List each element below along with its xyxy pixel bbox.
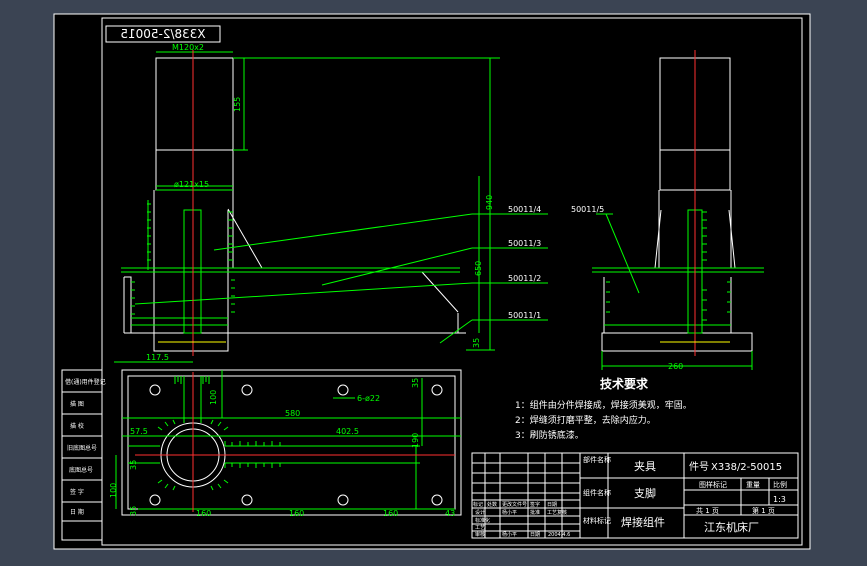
front-view-green: [121, 51, 548, 351]
callout-3: 50011/3: [508, 239, 541, 248]
dim-260: 260: [668, 362, 683, 371]
dim-57: 57.5: [130, 427, 148, 436]
strip-label-5: 底图总号: [69, 466, 93, 474]
rev-label-3: 更改文件号: [502, 501, 527, 508]
dim-160c: 160: [383, 509, 398, 518]
dim-holes: 6-ø22: [357, 394, 380, 403]
strip-label-7: 日 期: [70, 508, 84, 516]
top-view-green: [114, 361, 461, 510]
dim-190: 190: [411, 433, 420, 448]
date-value: 2004.4.6: [548, 532, 570, 538]
dim-650: 650: [474, 261, 483, 276]
sig-name-1: 杨小平: [502, 509, 517, 516]
tech-title: 技术要求: [600, 376, 649, 391]
label-number: 件号: [689, 461, 709, 473]
inner-frame: [101, 17, 803, 546]
dim-35c: 35: [129, 460, 138, 470]
dim-117: 117.5: [146, 353, 169, 362]
sig-label-4: 审核: [475, 531, 485, 538]
sig-label-1: 设计: [475, 509, 485, 516]
callout-4: 50011/4: [508, 205, 541, 214]
dim-940: 940: [485, 195, 494, 210]
sig-label-3: 工艺: [475, 525, 485, 531]
dim-155: 155: [233, 97, 242, 112]
title-block: [471, 452, 799, 539]
dim-35d: 35: [129, 506, 138, 516]
date-label: 日期: [530, 532, 540, 538]
rev-label-4: 签字: [530, 501, 540, 508]
sig-name-5: 杨小平: [502, 531, 517, 538]
strip-label-2: 描 图: [70, 400, 84, 408]
material-value: 焊接组件: [621, 515, 665, 529]
tech-requirements: 技术要求 1：组件由分件焊接成，焊接须美观，牢固。 2：焊缝须打磨平整，去除内应…: [515, 376, 692, 441]
sig-label-5: 批准: [530, 509, 540, 516]
sheet-no: 第 1 页: [752, 506, 775, 515]
mirrored-number-box: X338/2-50015: [105, 25, 221, 43]
strip-label-4: 旧底图总号: [67, 444, 97, 452]
dim-160a: 160: [196, 509, 211, 518]
comp-name: 支脚: [634, 486, 656, 500]
dim-402: 402.5: [336, 427, 359, 436]
left-strip: [61, 369, 103, 541]
h-stage: 图样标记: [699, 480, 727, 489]
callout-2: 50011/2: [508, 274, 541, 283]
side-view: [601, 57, 753, 352]
dim-m120: M120x2: [172, 43, 204, 52]
label-comp: 组件名称: [583, 488, 611, 497]
dim-35: 35: [472, 338, 481, 348]
sig-label-2: 标准化: [475, 517, 490, 524]
callout-1: 50011/1: [508, 311, 541, 320]
rev-label-1: 标记: [473, 501, 483, 508]
dim-35b: 35: [411, 378, 420, 388]
total-sheets: 共 1 页: [696, 506, 719, 515]
dim-121: ø121x15: [174, 180, 209, 189]
weld-marks-side: [606, 211, 731, 321]
label-part: 部件名称: [583, 455, 611, 464]
tech-item-1: 1：组件由分件焊接成，焊接须美观，牢固。: [515, 399, 692, 411]
h-scale: 比例: [773, 480, 787, 489]
tech-item-2: 2：焊缝须打磨平整，去除内应力。: [515, 414, 656, 426]
strip-label-1: 借(通)用件登记: [65, 378, 106, 386]
rev-label-5: 日期: [547, 502, 557, 508]
dim-160b: 160: [289, 509, 304, 518]
dim-43: 43: [445, 509, 455, 518]
part-name: 夹具: [634, 460, 656, 473]
strip-label-6: 签 字: [70, 488, 84, 496]
rev-label-2: 处数: [487, 501, 497, 508]
weld-marks-front: [131, 200, 235, 315]
weld-marks-top: [157, 376, 281, 491]
strip-label-3: 描 校: [70, 422, 84, 430]
h-weight: 重量: [746, 481, 760, 489]
scale-value: 1:3: [773, 495, 786, 504]
label-material: 材料标记: [583, 516, 611, 525]
sheet-border: [53, 13, 811, 550]
mirrored-drawing-number: X338/2-50015: [120, 27, 205, 41]
company-name: 江东机床厂: [704, 520, 759, 534]
sig-name-3: 工艺复核: [547, 509, 567, 516]
callout-5: 50011/5: [571, 205, 604, 214]
dim-100a: 100: [209, 390, 218, 405]
dim-580: 580: [285, 409, 300, 418]
tech-item-3: 3：刷防锈底漆。: [515, 429, 584, 441]
dim-100b: 100: [109, 483, 118, 498]
number-value: X338/2-50015: [711, 462, 782, 473]
